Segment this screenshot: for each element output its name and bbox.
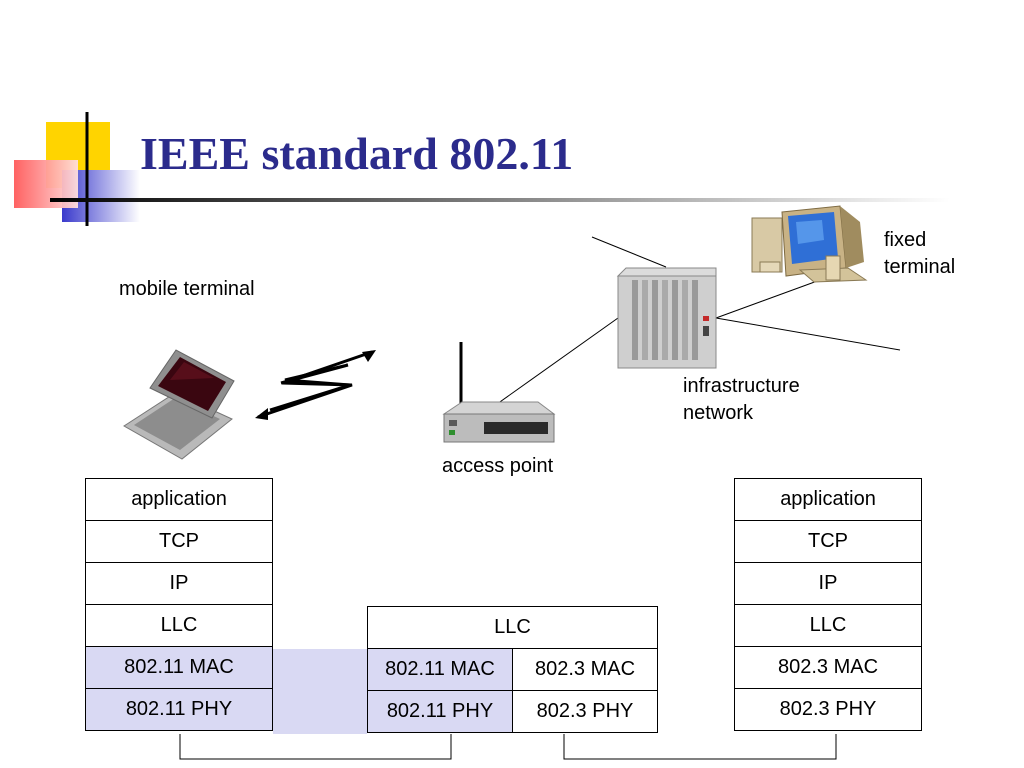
fixed-terminal-label-line2: terminal <box>884 256 956 278</box>
network-line <box>496 317 619 405</box>
mobile-terminal-label: mobile terminal <box>119 278 255 300</box>
wireless-medium-band <box>273 649 367 734</box>
access-point-label: access point <box>442 455 554 477</box>
layer-80211-mac: 802.11 MAC <box>85 646 273 689</box>
desktop-computer-icon <box>751 205 868 283</box>
ap-layer-8023-phy: 802.3 PHY <box>512 690 658 733</box>
laptop-icon <box>123 349 235 460</box>
ap-layer-80211-mac: 802.11 MAC <box>367 648 513 691</box>
layer-application: application <box>85 478 273 521</box>
fixed-terminal-label-line1: fixed <box>884 229 927 251</box>
layer-llc: LLC <box>734 604 922 647</box>
ap-layer-8023-mac: 802.3 MAC <box>512 648 658 691</box>
layer-application: application <box>734 478 922 521</box>
server-rack-icon <box>616 267 717 369</box>
ap-layer-llc: LLC <box>367 606 658 649</box>
wireless-link-icon <box>255 350 376 420</box>
infrastructure-network-label: infrastructure network <box>683 373 800 427</box>
logo-blue-square <box>62 170 140 222</box>
phy-connection-wired <box>563 734 837 760</box>
layer-tcp: TCP <box>734 520 922 563</box>
mobile-protocol-stack: application TCP IP LLC 802.11 MAC 802.11… <box>85 478 273 731</box>
layer-80211-phy: 802.11 PHY <box>85 688 273 731</box>
phy-connection-wireless <box>179 734 452 760</box>
access-point-protocol-stack: LLC 802.11 MAC 802.3 MAC 802.11 PHY 802.… <box>367 606 658 733</box>
layer-tcp: TCP <box>85 520 273 563</box>
network-line <box>715 279 821 319</box>
layer-llc: LLC <box>85 604 273 647</box>
layer-ip: IP <box>734 562 922 605</box>
infrastructure-label-line1: infrastructure <box>683 375 800 397</box>
infrastructure-label-line2: network <box>683 402 754 424</box>
access-point-icon <box>442 342 556 443</box>
fixed-protocol-stack: application TCP IP LLC 802.3 MAC 802.3 P… <box>734 478 922 731</box>
logo-red-square <box>14 160 78 208</box>
layer-ip: IP <box>85 562 273 605</box>
logo-yellow-square <box>46 122 110 188</box>
fixed-terminal-label: fixed terminal <box>884 227 955 281</box>
layer-8023-mac: 802.3 MAC <box>734 646 922 689</box>
ap-layer-80211-phy: 802.11 PHY <box>367 690 513 733</box>
page-title: IEEE standard 802.11 <box>140 128 574 179</box>
layer-8023-phy: 802.3 PHY <box>734 688 922 731</box>
title-underline <box>50 198 950 202</box>
network-line <box>715 317 901 351</box>
network-line <box>591 236 667 268</box>
